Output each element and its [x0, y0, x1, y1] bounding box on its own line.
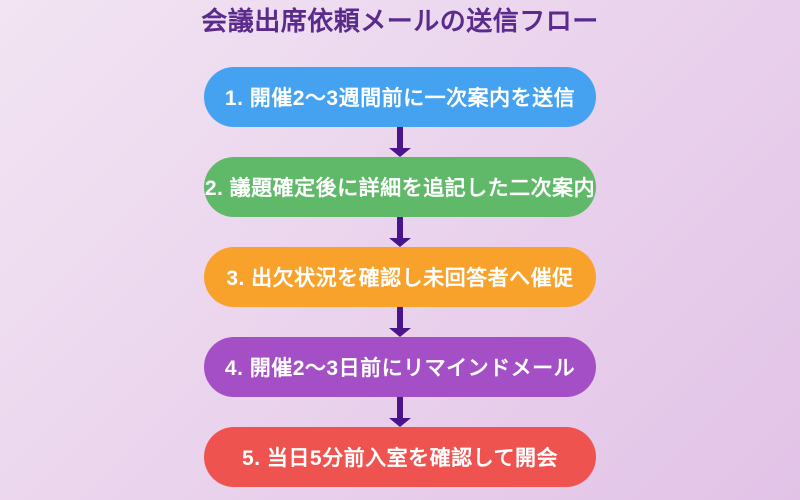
arrow-stem [397, 217, 403, 238]
flow-step-5: 5. 当日5分前入室を確認して開会 [204, 427, 596, 487]
down-arrow-icon [389, 217, 411, 247]
page-title: 会議出席依頼メールの送信フロー [201, 6, 599, 36]
flow-step-3: 3. 出欠状況を確認し未回答者へ催促 [204, 247, 596, 307]
arrow-head [389, 418, 411, 427]
down-arrow-icon [389, 127, 411, 157]
flow-step-1-label: 1. 開催2〜3週間前に一次案内を送信 [224, 87, 576, 110]
arrow-head [389, 328, 411, 337]
flow-step-1: 1. 開催2〜3週間前に一次案内を送信 [204, 67, 596, 127]
flowchart: 1. 開催2〜3週間前に一次案内を送信 2. 議題確定後に詳細を追記した二次案内… [0, 67, 800, 487]
arrow-head [389, 238, 411, 247]
down-arrow-icon [389, 307, 411, 337]
down-arrow-icon [389, 397, 411, 427]
arrow-head [389, 148, 411, 157]
flow-step-3-label: 3. 出欠状況を確認し未回答者へ催促 [226, 267, 574, 290]
flow-step-4-label: 4. 開催2〜3日前にリマインドメール [224, 357, 576, 380]
flow-step-2-label: 2. 議題確定後に詳細を追記した二次案内 [204, 177, 596, 200]
arrow-stem [397, 127, 403, 148]
flow-step-4: 4. 開催2〜3日前にリマインドメール [204, 337, 596, 397]
flow-step-5-label: 5. 当日5分前入室を確認して開会 [242, 447, 558, 470]
arrow-stem [397, 397, 403, 418]
flow-step-2: 2. 議題確定後に詳細を追記した二次案内 [204, 157, 596, 217]
arrow-stem [397, 307, 403, 328]
